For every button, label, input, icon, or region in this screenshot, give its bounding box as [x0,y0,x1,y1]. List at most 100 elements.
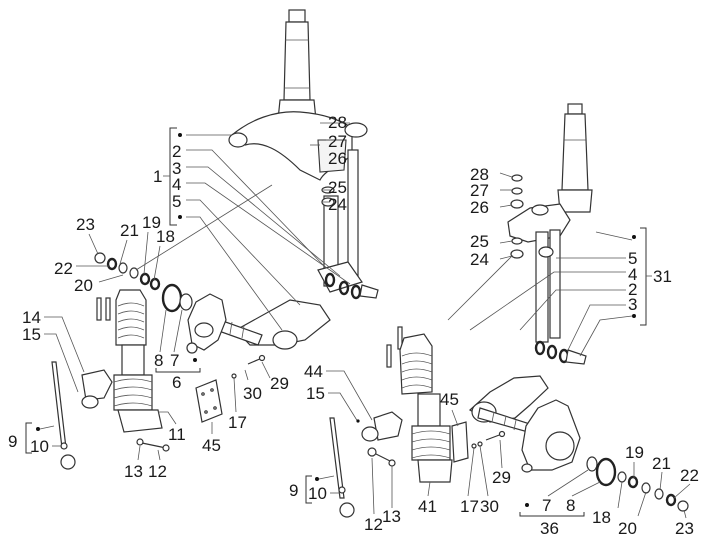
label-4: 4 [172,175,181,194]
label-right-4: 4 [628,265,637,284]
label-right-45: 45 [440,390,459,409]
left-bottom-rings [324,272,379,300]
label-right-25: 25 [470,232,489,251]
label-27: 27 [328,132,347,151]
label-24: 24 [328,195,347,214]
label-25: 25 [328,178,347,197]
label-right-18: 18 [592,508,611,527]
label-right-17: 17 [460,497,479,516]
right-bolt-29 [471,430,506,449]
label-right-13: 13 [382,507,401,526]
label-right-30: 30 [480,497,499,516]
left-leader-17 [233,377,237,413]
label-17: 17 [228,413,247,432]
label-2: 2 [172,142,181,161]
group-9-bracket [25,422,32,454]
left-leaders-8-7 [159,309,183,353]
label-22: 22 [54,259,73,278]
left-leaders [135,122,351,331]
group-6-bracket [155,368,201,373]
right-bottom-rings [534,340,587,365]
right-leader-41 [427,481,431,497]
label-right-28: 28 [470,165,489,184]
label-8: 8 [154,351,163,370]
bullet-dot [178,215,182,219]
left-seal-8 [161,283,183,313]
label-right-22: 22 [680,466,699,485]
bullet-dot [36,427,40,431]
label-23: 23 [76,215,95,234]
label-18: 18 [156,227,175,246]
left-shock-absorber [96,289,163,433]
left-bearing-7 [179,293,193,311]
left-leaders-14-15 [44,316,85,393]
label-right-10: 10 [308,484,327,503]
label-right-24: 24 [470,250,489,269]
label-right-2: 2 [628,280,637,299]
label-7: 7 [170,351,179,370]
label-right-27: 27 [470,181,489,200]
label-13: 13 [124,462,143,481]
right-bracket-45 [451,421,469,463]
label-19: 19 [142,213,161,232]
label-45: 45 [202,436,221,455]
right-caliper [361,411,403,442]
group-1-bracket [169,127,177,226]
bullet-dot [193,358,197,362]
right-washer-leaders [617,462,691,519]
bullet-dot [632,235,636,239]
label-right-21: 21 [652,454,671,473]
label-29: 29 [270,374,289,393]
label-right-41: 41 [418,497,437,516]
right-rod [329,417,355,518]
left-hub-bracket [186,293,227,354]
right-group-9-bracket [305,475,312,504]
label-11: 11 [168,425,186,444]
bullet-dot [632,314,636,318]
right-steering-tube [557,103,593,213]
label-right-15: 15 [306,384,325,403]
right-leaders [447,172,633,357]
label-15: 15 [22,325,41,344]
label-1: 1 [153,167,162,186]
label-21: 21 [120,221,139,240]
right-bearing-7 [586,456,598,472]
right-leader-9 [318,475,335,480]
label-3: 3 [172,159,181,178]
label-right-7: 7 [542,496,551,515]
label-right-23: 23 [675,519,694,538]
left-leaders-30-29 [244,361,271,381]
right-leaders-7-8 [547,469,601,497]
right-leaders-12-13 [371,457,393,515]
label-12: 12 [148,462,167,481]
label-right-44: 44 [304,362,323,381]
label-9: 9 [8,432,17,451]
label-10: 10 [30,437,49,456]
label-20: 20 [74,276,93,295]
label-right-29: 29 [492,468,511,487]
left-link-arm [215,299,331,350]
bullet-dot [178,133,182,137]
label-14: 14 [22,308,41,327]
label-right-8: 8 [566,496,575,515]
label-right-5: 5 [628,249,637,268]
left-leaders-13-12 [137,445,161,461]
left-fork-crown [228,111,368,181]
right-leader-45 [451,409,459,427]
left-washer-leaders [76,231,161,283]
left-bolt-12 [136,438,170,452]
label-30: 30 [243,384,262,403]
right-leaders-17-30-29 [467,439,503,497]
left-leader-11 [158,411,177,425]
right-seal-8 [595,457,617,487]
label-26: 26 [328,149,347,168]
right-leaders-44-15 [326,370,373,423]
label-right-12: 12 [364,515,383,534]
label-28: 28 [328,113,347,132]
label-right-20: 20 [618,519,637,538]
label-right-31: 31 [653,267,672,286]
label-right-19: 19 [625,443,644,462]
group-36-bracket [519,512,585,517]
left-bracket-45 [195,379,223,423]
